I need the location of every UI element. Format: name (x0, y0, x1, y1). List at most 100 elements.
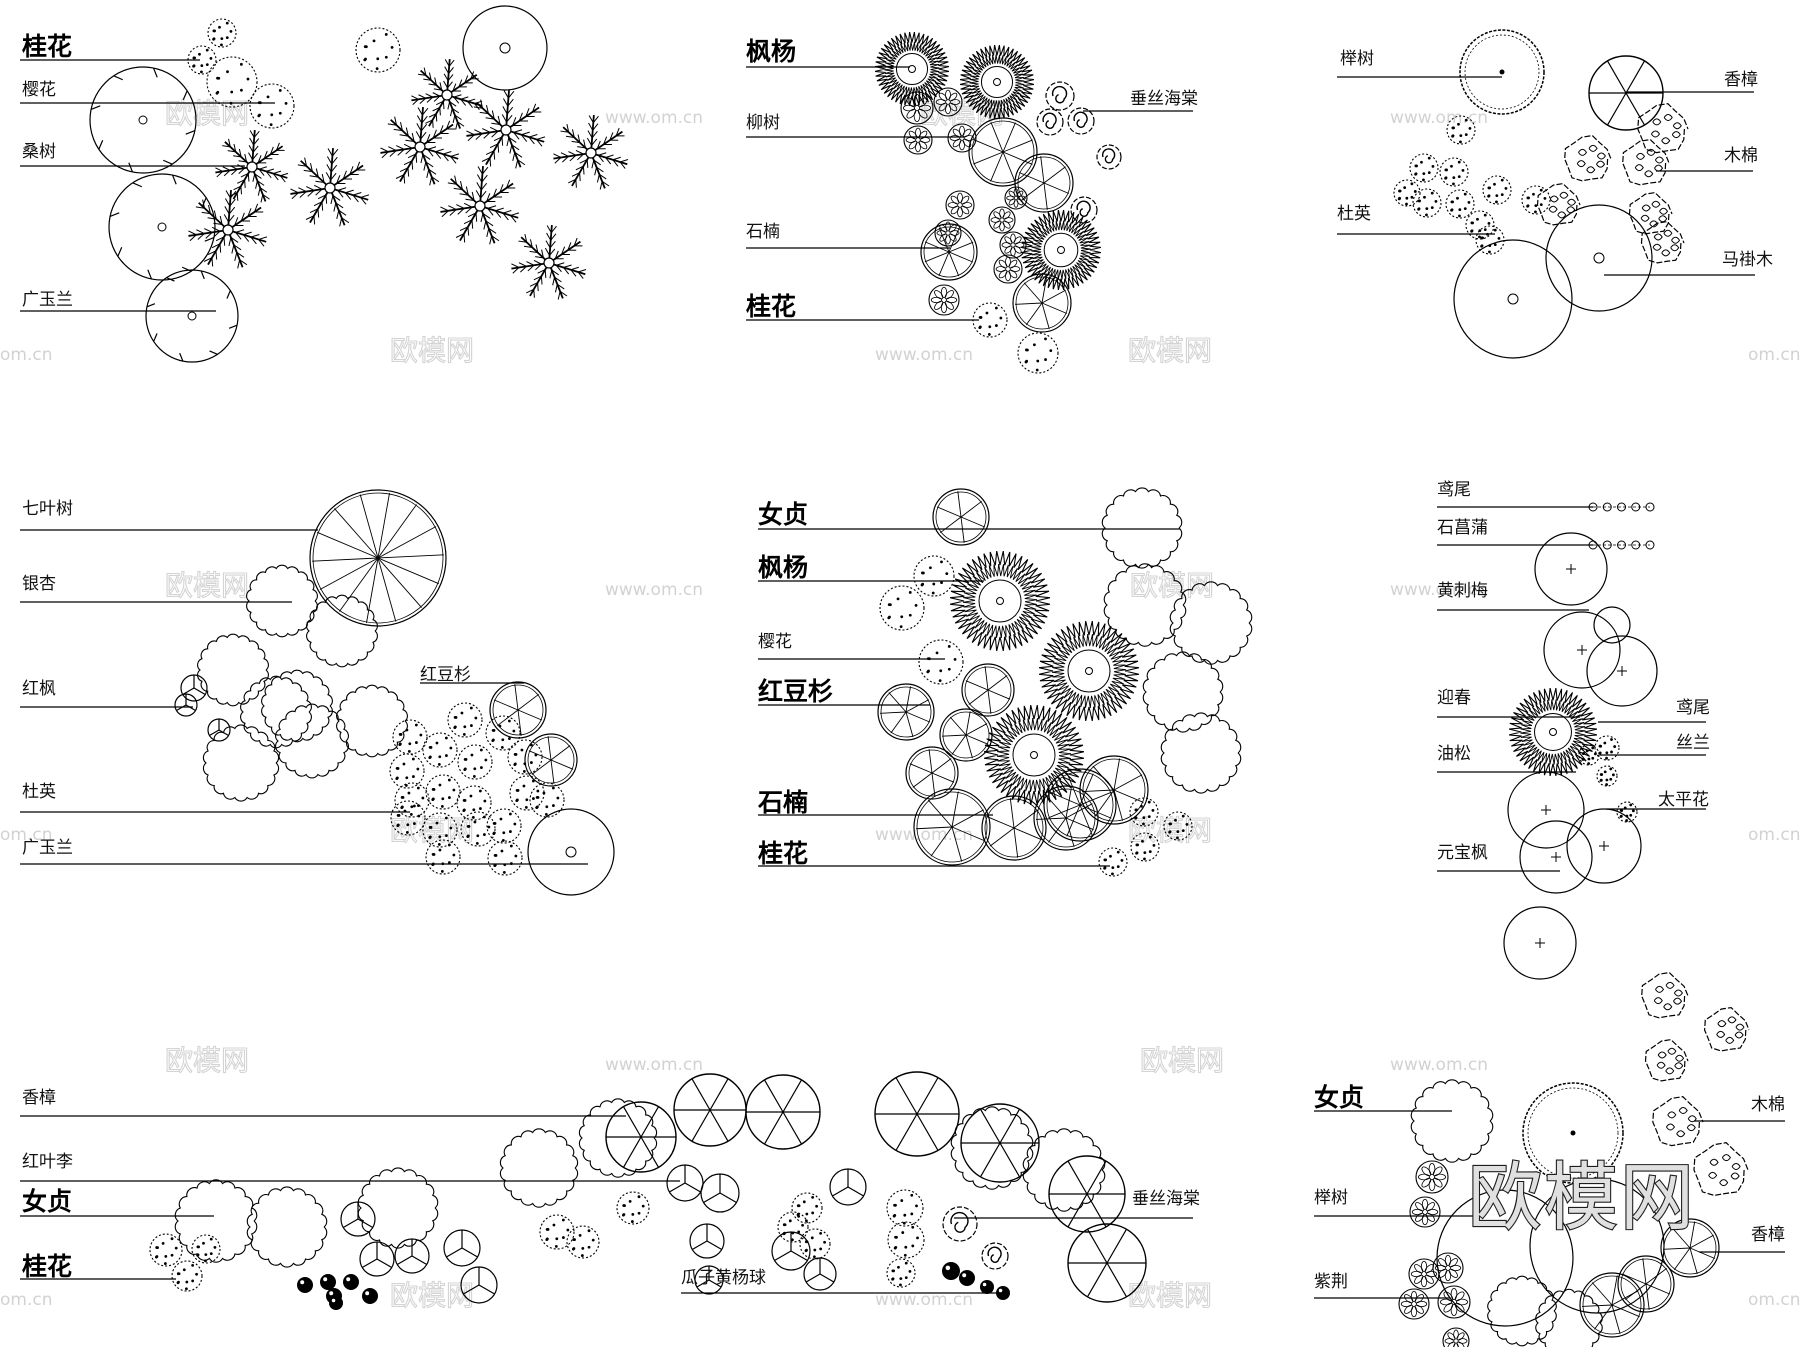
tree-swirl (942, 1206, 978, 1242)
tree-scalloped (1101, 487, 1183, 569)
watermark-site: www.om.cn (605, 580, 703, 600)
shrub-split (207, 718, 231, 742)
tree-dotted (1393, 179, 1421, 207)
tree-star (553, 115, 629, 190)
tree-radial (1617, 1255, 1675, 1313)
tree-notched (108, 173, 216, 281)
tree-scalloped (306, 594, 378, 668)
shrub-flower (988, 206, 1016, 234)
shrub-split (700, 1173, 740, 1213)
tree-blob (1641, 971, 1689, 1019)
plant-label: 桂花 (22, 32, 72, 61)
tree-dotted (1446, 115, 1476, 145)
tree-dotted (1475, 225, 1505, 255)
plant-label: 桑树 (22, 142, 56, 162)
plant-label: 樱花 (758, 632, 792, 652)
plant-label: 鸢尾 (1676, 698, 1710, 718)
watermark-site-partial: om.cn (1748, 345, 1800, 365)
tree-dotted (566, 1225, 600, 1259)
tree-blob (1637, 103, 1689, 154)
plant-label: 榉树 (1340, 49, 1374, 69)
tree-scalloped (1022, 1128, 1106, 1212)
shrub-ball (942, 1262, 960, 1280)
watermark-site: www.om.cn (1390, 108, 1488, 128)
tree-radial (920, 223, 978, 281)
tree-radial (961, 663, 1015, 717)
tree-dotted (1578, 744, 1600, 766)
watermark-layer: 欧模网欧模网欧模网欧模网欧模网欧模网欧模网欧模网欧模网欧模网欧模网欧模网www.… (0, 96, 1800, 1312)
shrub-flower (1432, 1252, 1464, 1284)
tree-plain (1593, 606, 1631, 644)
tree-dotted (191, 1234, 221, 1264)
tree-swirl (1096, 144, 1122, 170)
tree-scalloped (1410, 1079, 1494, 1163)
tree-dotted (1129, 797, 1159, 827)
tree-dotted (149, 1233, 183, 1267)
tree-dotted (390, 800, 426, 836)
tree-dotted (392, 719, 428, 755)
tree-scalloped (336, 684, 408, 758)
tree-star (215, 130, 289, 203)
tree-dotted (1594, 735, 1620, 761)
shrub-flower (903, 125, 933, 155)
tree-star (290, 148, 370, 227)
plant-label: 桂花 (746, 292, 796, 321)
tree-plain (1586, 635, 1658, 707)
tree-scalloped (275, 703, 349, 779)
shrub-flower (993, 254, 1023, 284)
tree-scalloped (1169, 581, 1253, 665)
shrub-flower (1437, 1285, 1471, 1319)
tree-dotted (187, 45, 217, 75)
tree-star (411, 59, 483, 130)
tree-dotted (206, 56, 258, 108)
tree-spiky (874, 31, 950, 107)
tree-dotted (539, 1214, 575, 1250)
tree-wheel (605, 1101, 677, 1173)
tree-dotted (879, 585, 925, 631)
plant-label: 香樟 (22, 1088, 56, 1108)
tree-scalloped (174, 1179, 258, 1263)
tree-wheel (874, 1071, 960, 1157)
tree-plain (1543, 611, 1621, 689)
tree-dotted (887, 1221, 925, 1259)
tree-dotted (422, 812, 458, 848)
tree-dotted (1439, 157, 1469, 187)
tree-scalloped (499, 1128, 579, 1208)
tree-swirl (1067, 107, 1095, 135)
tree-ruffle (1459, 29, 1545, 115)
tree-spiky (949, 550, 1051, 652)
tree-dotted (1521, 185, 1551, 215)
tree-scalloped (1160, 712, 1242, 794)
tree-dotted (1098, 847, 1128, 877)
tree-swirl (1045, 81, 1075, 111)
tree-dotted (777, 1211, 809, 1243)
tree-radial (1660, 1218, 1720, 1278)
shrub-flower (1398, 1288, 1430, 1320)
tree-radial (877, 683, 935, 741)
plant-labels: 桂花樱花桑树广玉兰枫杨柳树垂丝海棠石楠桂花榉树香樟木棉杜英马褂木七叶树银杏红枫红… (22, 32, 1785, 1292)
shrub-split (174, 693, 198, 717)
tree-plain (462, 5, 548, 91)
plant-label: 鸢尾 (1437, 480, 1471, 500)
tree-scalloped (202, 724, 280, 802)
watermark-brand: 欧模网 (1128, 1279, 1212, 1312)
tree-wheel (1067, 1223, 1147, 1303)
watermark-site-partial: om.cn (0, 825, 53, 845)
tree-radial (905, 746, 959, 800)
shrub-flower (1409, 1196, 1441, 1228)
plant-label: 枫杨 (746, 37, 796, 66)
tree-radial (309, 489, 447, 627)
shrub-split (443, 1229, 481, 1267)
tree-symbols (89, 5, 1750, 1347)
brand-watermark-text: 欧模网 (1468, 1155, 1696, 1241)
tree-radial (1579, 1272, 1645, 1338)
tree-dotted (394, 782, 430, 818)
shrub-ball (297, 1277, 313, 1293)
tree-plain (527, 808, 615, 896)
tree-spiky (983, 704, 1085, 806)
tree-dotted (529, 782, 565, 818)
tree-dotted (886, 1189, 924, 1227)
watermark-brand: 欧模网 (1128, 334, 1212, 367)
watermark-brand: 欧模网 (390, 334, 474, 367)
shrub-ball (343, 1274, 359, 1290)
